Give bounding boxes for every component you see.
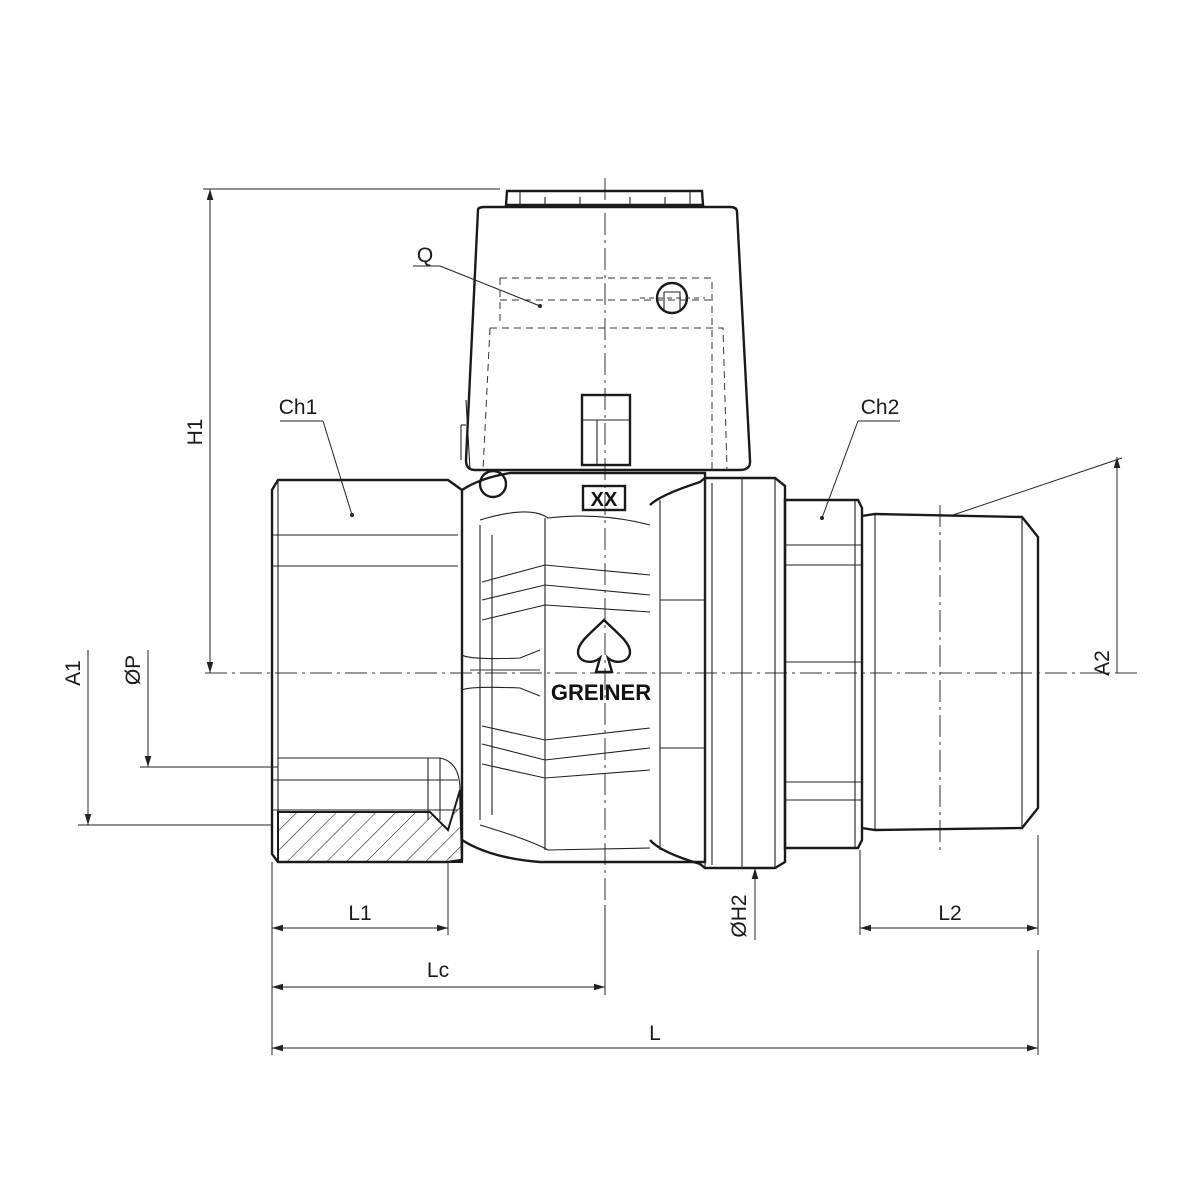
dimension-l1: L1 (271, 862, 449, 945)
center-lines (205, 178, 1140, 905)
label-p: ØP (122, 655, 145, 685)
dimension-l: L (271, 950, 1039, 1055)
label-q: Q (417, 244, 433, 267)
label-l1: L1 (348, 902, 371, 925)
callout-ch2: Ch2 (820, 396, 900, 520)
right-hex-body (783, 498, 864, 850)
label-a2: A2 (1091, 650, 1114, 676)
dimension-h1: H1 (184, 188, 500, 673)
label-a1: A1 (62, 660, 85, 686)
spade-logo-icon (576, 618, 632, 674)
label-ch2: Ch2 (861, 396, 900, 419)
callout-ch1: Ch1 (279, 396, 354, 517)
size-code-mark: XX (591, 489, 618, 511)
label-ch1: Ch1 (279, 396, 318, 419)
label-h1: H1 (184, 419, 207, 446)
male-thread-end (861, 512, 1040, 832)
dimension-lc: Lc (271, 905, 606, 995)
dimension-a2: A2 (949, 457, 1123, 676)
label-h2: ØH2 (728, 894, 751, 937)
label-l: L (649, 1022, 661, 1045)
dimension-a1: A1 (62, 650, 272, 826)
label-lc: Lc (427, 959, 449, 982)
label-l2: L2 (938, 902, 961, 925)
dimension-l2: L2 (859, 835, 1039, 935)
brand-mark: GREINER (551, 680, 651, 705)
valve-handle (460, 189, 752, 472)
valve-central-body: XX GREINER (461, 469, 707, 864)
left-hex-body (270, 478, 464, 864)
callout-q: Q (413, 244, 542, 308)
dimension-h2: ØH2 (728, 868, 759, 940)
dimension-p: ØP (122, 650, 278, 768)
